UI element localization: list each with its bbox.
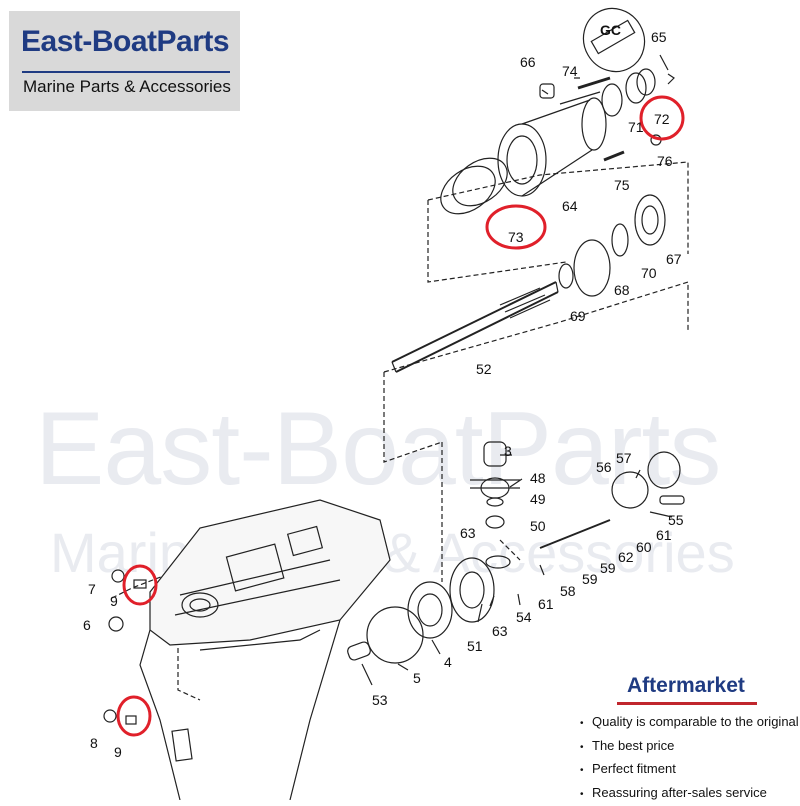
part-56: [612, 472, 648, 508]
guide-line: [178, 640, 200, 700]
feature-text: Quality is comparable to the original: [592, 714, 799, 729]
part-label-61-a: 61: [538, 596, 554, 612]
part-label-72: 72: [654, 111, 670, 127]
part-54: [486, 556, 510, 568]
part-57: [648, 452, 680, 488]
part-label-7: 7: [88, 581, 96, 597]
feature-item: •Perfect fitment: [580, 757, 799, 781]
part-69: [559, 264, 573, 288]
grease-tube-icon: [572, 0, 656, 83]
part-53: [346, 641, 371, 662]
part-label-56: 56: [596, 459, 612, 475]
part-8: [104, 710, 116, 722]
propeller-shaft: [392, 282, 558, 372]
part-label-4: 4: [444, 654, 452, 670]
part-label-74: 74: [562, 63, 578, 79]
brand-tagline: Marine Parts & Accessories: [23, 77, 231, 97]
part-label-59-b: 59: [600, 560, 616, 576]
part-58: [540, 520, 610, 548]
bullet-icon: •: [580, 783, 592, 806]
part-label-68: 68: [614, 282, 630, 298]
part-6: [109, 617, 123, 631]
part-label-70: 70: [641, 265, 657, 281]
part-4: [408, 582, 452, 638]
brand-logo: East-BoatParts Marine Parts & Accessorie…: [9, 11, 240, 111]
part-label-75: 75: [614, 177, 630, 193]
part-74: [578, 78, 610, 88]
guide-line: [428, 162, 688, 254]
part-3: [484, 442, 506, 466]
part-55: [660, 496, 684, 504]
aftermarket-feature-list: •Quality is comparable to the original •…: [580, 710, 799, 804]
part-label-57: 57: [616, 450, 632, 466]
part-72: [626, 73, 646, 103]
part-49: [487, 498, 503, 506]
part-7: [112, 570, 124, 582]
part-label-55: 55: [668, 512, 684, 528]
part-51: [450, 558, 494, 622]
bullet-icon: •: [580, 712, 592, 736]
part-50: [486, 516, 504, 528]
part-label-71: 71: [628, 119, 644, 135]
part-label-59-a: 59: [582, 571, 598, 587]
part-label-62: 62: [618, 549, 634, 565]
aftermarket-underline: [617, 702, 757, 705]
logo-divider: [22, 71, 230, 73]
part-label-63-a: 63: [460, 525, 476, 541]
part-label-3: 3: [504, 443, 512, 459]
part-label-8: 8: [90, 735, 98, 751]
part-75: [604, 152, 624, 160]
part-label-9-lower: 9: [114, 744, 122, 760]
feature-item: •Quality is comparable to the original: [580, 710, 799, 734]
part-label-48: 48: [530, 470, 546, 486]
part-label-76: 76: [657, 153, 673, 169]
part-label-6: 6: [83, 617, 91, 633]
feature-text: The best price: [592, 738, 674, 753]
brand-name: East-BoatParts: [21, 25, 229, 59]
bearing-housing-64: [498, 92, 606, 196]
part-label-49: 49: [530, 491, 546, 507]
feature-text: Perfect fitment: [592, 761, 676, 776]
part-label-73: 73: [508, 229, 524, 245]
part-label-61-b: 61: [656, 527, 672, 543]
aftermarket-heading: Aftermarket: [627, 674, 745, 698]
part-label-5: 5: [413, 670, 421, 686]
part-label-9-upper: 9: [110, 593, 118, 609]
part-label-51: 51: [467, 638, 483, 654]
part-70: [612, 224, 628, 256]
part-67: [635, 195, 665, 245]
part-65: [668, 74, 674, 84]
part-71: [602, 84, 622, 116]
guide-line: [384, 282, 688, 372]
highlight-9-upper: [124, 566, 156, 604]
part-label-67: 67: [666, 251, 682, 267]
part-label-63-b: 63: [492, 623, 508, 639]
part-label-52: 52: [476, 361, 492, 377]
part-label-50: 50: [530, 518, 546, 534]
part-label-69: 69: [570, 308, 586, 324]
part-label-66: 66: [520, 54, 536, 70]
part-label-64: 64: [562, 198, 578, 214]
part-label-53: 53: [372, 692, 388, 708]
gc-icon-label: GC: [600, 22, 621, 38]
feature-text: Reassuring after-sales service: [592, 785, 767, 800]
bullet-icon: •: [580, 736, 592, 760]
bullet-icon: •: [580, 759, 592, 783]
guide-line: [384, 372, 442, 462]
part-label-65: 65: [651, 29, 667, 45]
part-66: [540, 84, 554, 98]
feature-item: •The best price: [580, 734, 799, 758]
feature-item: •Reassuring after-sales service: [580, 781, 799, 805]
part-5: [367, 607, 423, 663]
part-label-54: 54: [516, 609, 532, 625]
part-9-lower: [126, 716, 136, 724]
part-68: [574, 240, 610, 296]
part-label-60: 60: [636, 539, 652, 555]
part-label-58: 58: [560, 583, 576, 599]
